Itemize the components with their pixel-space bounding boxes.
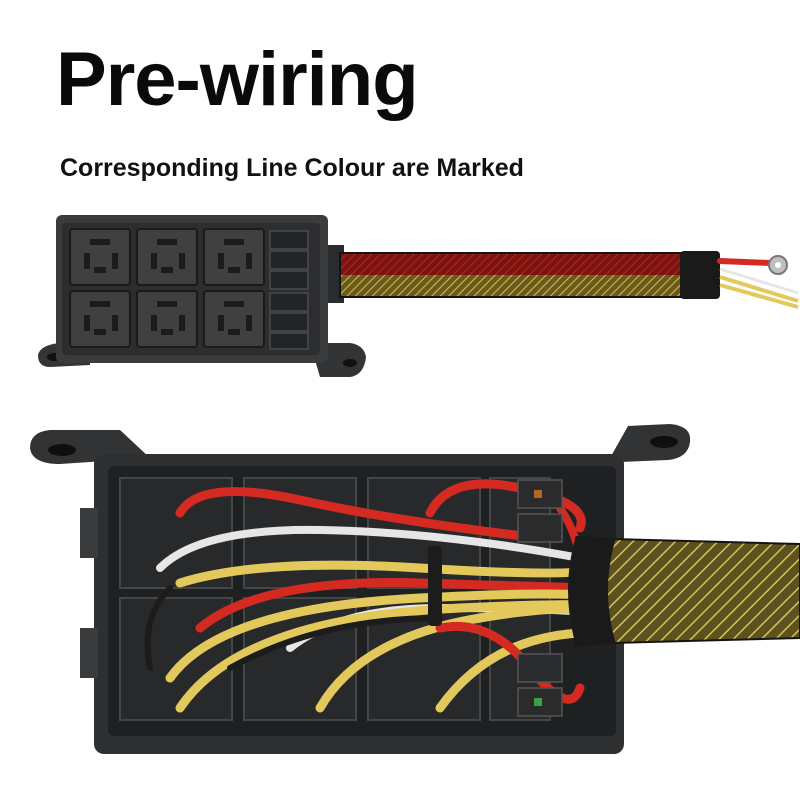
page-title: Pre-wiring	[56, 37, 419, 122]
relay-box-open-image	[30, 424, 800, 754]
page-subtitle: Corresponding Line Colour are Marked	[60, 154, 524, 182]
relay-box-top-image	[38, 215, 799, 377]
